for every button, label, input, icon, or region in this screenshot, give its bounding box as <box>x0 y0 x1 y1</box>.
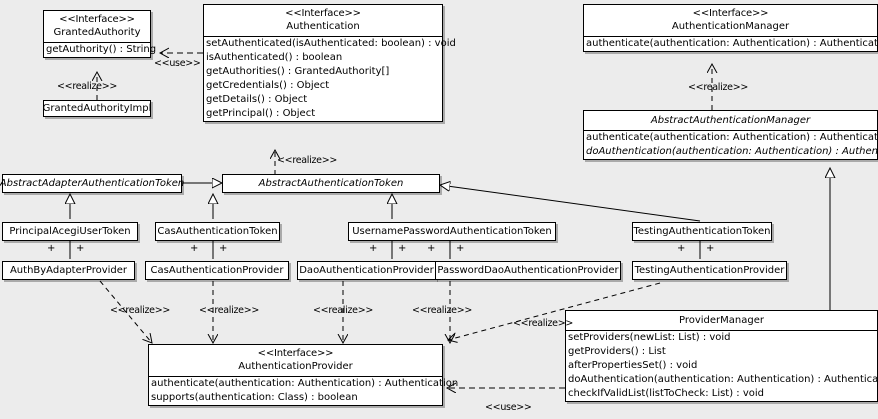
class-header: <<Interface>> Authentication <box>204 5 442 36</box>
class-name: CasAuthenticationProvider <box>150 265 284 276</box>
method: getCredentials() : Object <box>206 80 330 91</box>
label-realize-testing-provider: <<realize>> <box>513 318 574 329</box>
class-authentication[interactable]: <<Interface>> Authentication setAuthenti… <box>203 4 456 122</box>
class-name: UsernamePasswordAuthenticationToken <box>352 226 552 237</box>
association-marker: + <box>76 243 85 254</box>
class-name: CasAuthenticationToken <box>157 226 278 237</box>
class-username-password-authentication-token[interactable]: UsernamePasswordAuthenticationToken <box>348 222 556 241</box>
class-cas-authentication-provider[interactable]: CasAuthenticationProvider <box>145 261 289 280</box>
label-realize-abstract-authentication-manager: <<realize>> <box>688 82 749 93</box>
class-name: PrincipalAcegiUserToken <box>9 226 131 237</box>
class-granted-authority-impl[interactable]: GrantedAuthorityImpl <box>43 100 151 117</box>
class-abstract-adapter-authentication-token[interactable]: AbstractAdapterAuthenticationToken <box>0 174 185 193</box>
class-name: DaoAuthenticationProvider <box>299 265 434 276</box>
association-marker: + <box>456 243 465 254</box>
class-name: AuthenticationProvider <box>238 361 353 372</box>
method: supports(authentication: Class) : boolea… <box>151 392 358 403</box>
class-name: ProviderManager <box>678 315 764 326</box>
method-compartment: authenticate(authentication: Authenticat… <box>584 36 878 51</box>
method-compartment: authenticate(authentication: Authenticat… <box>584 130 878 159</box>
method: doAuthentication(authentication: Authent… <box>568 374 878 385</box>
class-name: PasswordDaoAuthenticationProvider <box>437 265 619 276</box>
method: doAuthentication(authentication: Authent… <box>586 146 878 157</box>
class-name: AuthByAdapterProvider <box>9 265 128 276</box>
stereotype: <<Interface>> <box>59 14 135 25</box>
label-use-granted-authority: <<use>> <box>154 58 201 69</box>
association-marker: + <box>427 243 436 254</box>
association-marker: + <box>706 243 715 254</box>
class-password-dao-authentication-provider[interactable]: PasswordDaoAuthenticationProvider <box>435 261 621 280</box>
class-authentication-manager[interactable]: <<Interface>> AuthenticationManager auth… <box>583 4 878 52</box>
method: authenticate(authentication: Authenticat… <box>151 378 459 389</box>
class-header: AbstractAuthenticationManager <box>584 111 877 130</box>
method: getPrincipal() : Object <box>206 108 316 119</box>
class-authentication-provider[interactable]: <<Interface>> AuthenticationProvider aut… <box>148 344 459 406</box>
method: isAuthenticated() : boolean <box>206 52 343 63</box>
method: checkIfValidList(listToCheck: List) : vo… <box>568 388 765 399</box>
stereotype: <<Interface>> <box>692 8 769 19</box>
method: authenticate(authentication: Authenticat… <box>586 132 878 143</box>
label-realize-granted-authority-impl: <<realize>> <box>57 81 118 92</box>
association-marker: + <box>219 243 228 254</box>
class-header: ProviderManager <box>566 311 877 330</box>
method: setAuthenticated(isAuthenticated: boolea… <box>206 38 456 49</box>
stereotype: <<Interface>> <box>285 8 361 19</box>
method: getAuthority() : String <box>46 44 157 55</box>
class-name: TestingAuthenticationToken <box>633 226 771 237</box>
class-granted-authority[interactable]: <<Interface>> GrantedAuthority getAuthor… <box>43 10 157 58</box>
method: authenticate(authentication: Authenticat… <box>586 38 878 49</box>
class-dao-authentication-provider[interactable]: DaoAuthenticationProvider <box>297 261 436 280</box>
class-testing-authentication-provider[interactable]: TestingAuthenticationProvider <box>632 261 787 280</box>
class-name: AbstractAuthenticationToken <box>258 178 404 189</box>
class-auth-by-adapter-provider[interactable]: AuthByAdapterProvider <box>2 261 135 280</box>
class-name: GrantedAuthority <box>53 27 141 38</box>
label-realize-auth-by-adapter: <<realize>> <box>110 305 171 316</box>
method: getProviders() : List <box>568 346 666 357</box>
method-compartment: setAuthenticated(isAuthenticated: boolea… <box>204 36 456 121</box>
method: afterPropertiesSet() : void <box>568 360 698 371</box>
class-name: AbstractAdapterAuthenticationToken <box>0 178 185 189</box>
label-realize-cas-provider: <<realize>> <box>199 305 260 316</box>
association-marker: + <box>190 243 199 254</box>
class-abstract-authentication-token[interactable]: AbstractAuthenticationToken <box>222 174 440 193</box>
class-name: GrantedAuthorityImpl <box>42 103 152 114</box>
association-marker: + <box>369 243 378 254</box>
class-name: AuthenticationManager <box>671 21 790 32</box>
stereotype: <<Interface>> <box>257 348 334 359</box>
method-compartment: setProviders(newList: List) : void getPr… <box>566 330 878 401</box>
method: getAuthorities() : GrantedAuthority[] <box>206 66 390 77</box>
association-marker: + <box>398 243 407 254</box>
method-compartment: authenticate(authentication: Authenticat… <box>149 376 459 405</box>
class-abstract-authentication-manager[interactable]: AbstractAuthenticationManager authentica… <box>583 110 878 160</box>
class-header: <<Interface>> AuthenticationManager <box>584 5 877 36</box>
method: setProviders(newList: List) : void <box>568 332 731 343</box>
label-use-provider-manager: <<use>> <box>485 402 532 413</box>
class-provider-manager[interactable]: ProviderManager setProviders(newList: Li… <box>565 310 878 402</box>
label-realize-password-dao-provider: <<realize>> <box>412 305 473 316</box>
class-cas-authentication-token[interactable]: CasAuthenticationToken <box>155 222 280 241</box>
class-name: TestingAuthenticationProvider <box>634 265 785 276</box>
label-realize-abstract-authentication-token: <<realize>> <box>277 155 338 166</box>
class-name: AbstractAuthenticationManager <box>650 115 811 126</box>
class-testing-authentication-token[interactable]: TestingAuthenticationToken <box>632 222 772 241</box>
label-realize-dao-provider: <<realize>> <box>313 305 374 316</box>
method: getDetails() : Object <box>206 94 308 105</box>
class-header: <<Interface>> GrantedAuthority <box>44 11 150 42</box>
class-header: <<Interface>> AuthenticationProvider <box>149 345 442 376</box>
class-principal-acegi-user-token[interactable]: PrincipalAcegiUserToken <box>2 222 138 241</box>
association-marker: + <box>677 243 686 254</box>
class-name: Authentication <box>286 21 360 32</box>
association-marker: + <box>47 243 56 254</box>
method-compartment: getAuthority() : String <box>44 42 157 57</box>
